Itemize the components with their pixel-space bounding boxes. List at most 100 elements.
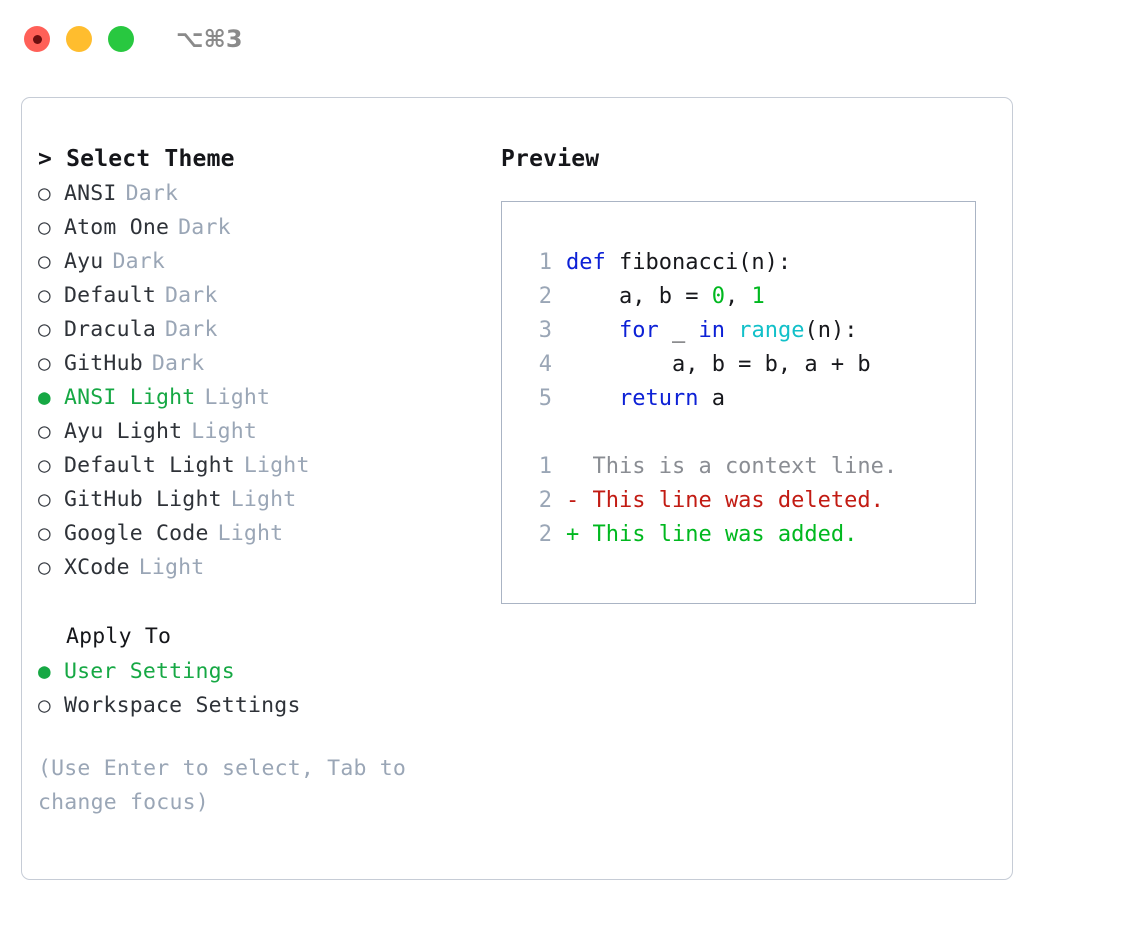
code-token: for (618, 318, 659, 343)
code-line-text: This is a context line. (566, 450, 897, 484)
theme-option-github-light[interactable]: ○ GitHub Light Light (38, 482, 498, 516)
theme-option-label: GitHub (64, 351, 143, 376)
theme-option-label: GitHub Light (64, 487, 222, 512)
theme-option-kind: Light (204, 385, 271, 410)
line-number: 2 (538, 284, 552, 309)
radio-unselected-icon: ○ (38, 249, 51, 273)
code-token (725, 318, 738, 343)
code-token: a, b = (566, 284, 712, 309)
code-line: 5 return a (522, 382, 975, 416)
radio-unselected-icon: ○ (38, 693, 51, 717)
code-token: This is a context line. (566, 454, 898, 479)
close-button[interactable] (24, 26, 50, 52)
diff-line: 1 This is a context line. (522, 450, 975, 484)
theme-option-label: Default Light (64, 453, 235, 478)
radio-unselected-icon: ○ (38, 453, 51, 477)
radio-unselected-icon: ○ (38, 181, 51, 205)
diff-sample: 1 This is a context line. 2 - This line wa… (522, 450, 975, 552)
radio-selected-icon: ● (38, 659, 51, 683)
theme-option-label: ANSI Light (64, 385, 196, 410)
radio-unselected-icon: ○ (38, 419, 51, 443)
code-token (566, 318, 619, 343)
code-token: in (698, 318, 725, 343)
shortcut-label: ⌥⌘3 (176, 25, 243, 53)
code-line: 3 for _ in range(n): (522, 314, 975, 348)
theme-option-kind: Dark (125, 181, 179, 206)
theme-option-kind: Dark (112, 249, 166, 274)
apply-to-list[interactable]: ● User Settings ○ Workspace Settings (38, 654, 498, 722)
code-line-text: def fibonacci(n): (566, 246, 791, 280)
diff-line: 2 + This line was added. (522, 518, 975, 552)
code-line: 2 a, b = 0, 1 (522, 280, 975, 314)
theme-option-label: XCode (64, 555, 130, 580)
theme-option-kind: Dark (178, 215, 231, 240)
apply-to-option-user-settings[interactable]: ● User Settings (38, 654, 498, 688)
code-token: range (738, 318, 805, 343)
apply-to-heading: Apply To (66, 624, 172, 649)
radio-unselected-icon: ○ (38, 283, 51, 307)
code-spacer (522, 416, 975, 450)
theme-option-atom-one[interactable]: ○ Atom One Dark (38, 210, 498, 244)
radio-unselected-icon: ○ (38, 487, 51, 511)
page-title: > Select Theme (38, 146, 235, 172)
code-token: 1 (751, 284, 765, 309)
theme-option-ayu[interactable]: ○ Ayu Dark (38, 244, 498, 278)
code-line-text: return a (566, 382, 725, 416)
line-number: 3 (538, 318, 552, 343)
theme-option-label: Google Code (64, 521, 209, 546)
code-line-text: - This line was deleted. (566, 484, 884, 518)
code-token (566, 386, 619, 411)
radio-unselected-icon: ○ (38, 351, 51, 375)
theme-option-ayu-light[interactable]: ○ Ayu Light Light (38, 414, 498, 448)
theme-option-kind: Dark (165, 317, 218, 342)
apply-to-option-workspace-settings[interactable]: ○ Workspace Settings (38, 688, 498, 722)
window-controls (24, 26, 134, 52)
radio-selected-icon: ● (38, 385, 51, 409)
keyboard-hint: (Use Enter to select, Tab to change focu… (38, 756, 407, 815)
diff-line: 2 - This line was deleted. (522, 484, 975, 518)
theme-option-default-light[interactable]: ○ Default Light Light (38, 448, 498, 482)
theme-option-kind: Light (243, 453, 310, 478)
maximize-button[interactable] (108, 26, 134, 52)
radio-unselected-icon: ○ (38, 215, 51, 239)
apply-to-option-label: User Settings (64, 659, 235, 684)
section-spacer (38, 584, 498, 620)
preview-title: Preview (501, 146, 600, 172)
line-number: 5 (538, 386, 552, 411)
code-token: a, b = b, a + b (566, 352, 871, 377)
theme-option-kind: Light (217, 521, 284, 546)
code-line: 4 a, b = b, a + b (522, 348, 975, 382)
line-number: 2 (538, 522, 552, 547)
code-token: (n): (804, 318, 858, 343)
radio-unselected-icon: ○ (38, 317, 51, 341)
code-token: + This line was added. (566, 522, 858, 547)
code-token: fibonacci(n): (618, 250, 792, 275)
code-token: - This line was deleted. (566, 488, 884, 513)
line-number: 4 (538, 352, 552, 377)
theme-option-kind: Light (230, 487, 297, 512)
minimize-button[interactable] (66, 26, 92, 52)
theme-option-ansi-light[interactable]: ● ANSI Light Light (38, 380, 498, 414)
theme-option-kind: Dark (165, 283, 218, 308)
theme-option-kind: Light (191, 419, 258, 444)
line-number: 2 (538, 488, 552, 513)
theme-option-label: Ayu (64, 249, 104, 274)
theme-option-label: Atom One (64, 215, 170, 240)
line-number: 1 (538, 454, 552, 479)
apply-to-option-label: Workspace Settings (64, 693, 301, 718)
theme-option-label: Ayu Light (64, 419, 183, 444)
